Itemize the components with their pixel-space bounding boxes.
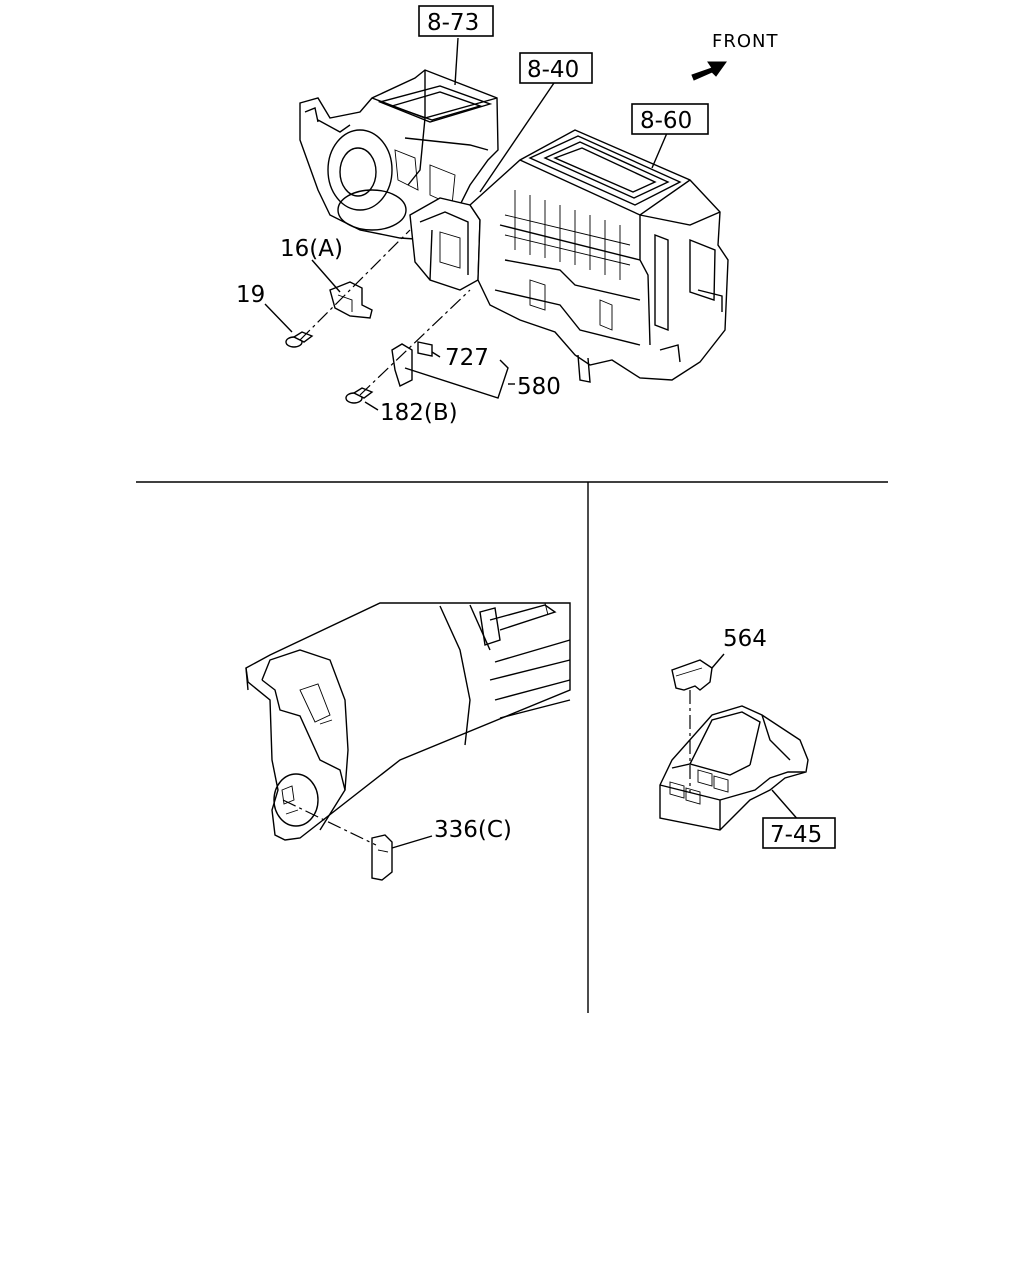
section-ref-8-73[interactable]: 8-73 — [418, 5, 494, 37]
section-ref-8-40[interactable]: 8-40 — [519, 52, 593, 84]
part-label-16a[interactable]: 16(A) — [280, 236, 343, 262]
section-ref-7-45-text: 7-45 — [770, 822, 822, 848]
section-ref-8-73-text: 8-73 — [427, 10, 479, 36]
screw-19 — [285, 331, 314, 348]
actuator-16a — [329, 281, 373, 319]
switch-console-drawing — [659, 653, 809, 831]
clip-336c — [371, 834, 393, 881]
front-label: FRONT — [712, 31, 779, 52]
part-label-182b[interactable]: 182(B) — [380, 400, 458, 426]
front-arrow-icon — [691, 61, 727, 81]
part-label-580[interactable]: 580 — [517, 374, 561, 400]
part-label-727[interactable]: 727 — [445, 345, 489, 371]
bracket-580 — [391, 341, 433, 387]
section-ref-7-45[interactable]: 7-45 — [762, 817, 836, 849]
switch-564 — [671, 659, 713, 691]
part-label-19[interactable]: 19 — [236, 282, 265, 308]
part-label-564[interactable]: 564 — [723, 626, 767, 652]
hvac-assembly-drawing — [264, 37, 729, 411]
instrument-panel-drawing — [245, 602, 571, 881]
heater-unit — [409, 197, 481, 291]
cooling-unit — [469, 129, 729, 383]
part-label-336c[interactable]: 336(C) — [434, 817, 512, 843]
screw-182b — [345, 387, 374, 404]
section-ref-8-60[interactable]: 8-60 — [631, 103, 709, 135]
blower-unit — [299, 69, 499, 241]
section-ref-8-60-text: 8-60 — [640, 108, 692, 134]
section-ref-8-40-text: 8-40 — [527, 57, 579, 83]
